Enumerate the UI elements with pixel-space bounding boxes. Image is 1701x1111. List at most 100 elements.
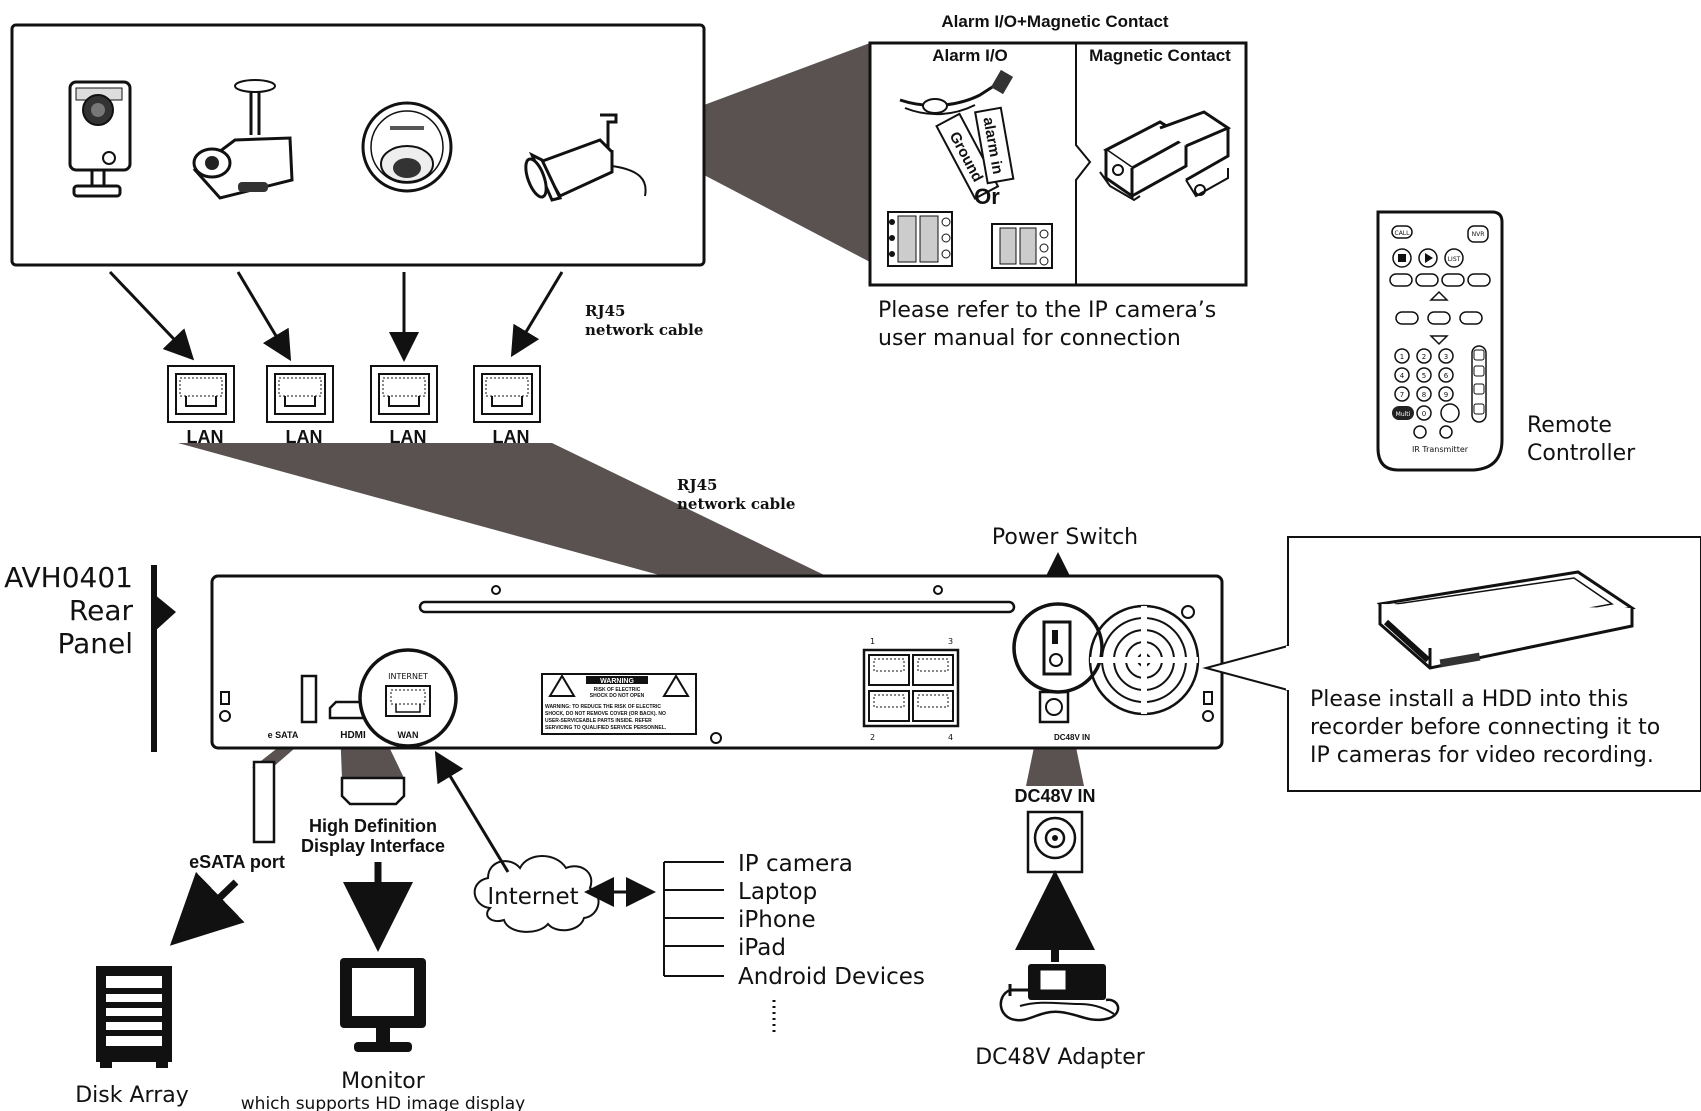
key-9: 9 bbox=[1444, 391, 1448, 399]
alarm-note-line1: Please refer to the IP camera’s bbox=[878, 298, 1216, 323]
device-iphone: iPhone bbox=[738, 907, 816, 933]
device-ipad: iPad bbox=[738, 935, 786, 961]
panel-title-line1: AVH0401 bbox=[4, 561, 133, 594]
dc-adapter-icon bbox=[999, 964, 1120, 1022]
power-switch-label: Power Switch bbox=[992, 525, 1138, 550]
dc-input-port bbox=[1038, 690, 1070, 724]
warning-body2: SHOCK, DO NOT REMOVE COVER (OR BACK). NO bbox=[545, 711, 666, 717]
port-num-2: 2 bbox=[870, 733, 875, 742]
key-1: 1 bbox=[1400, 353, 1404, 361]
hdmi-cable-plug bbox=[340, 776, 406, 806]
panel-lan-ports: 1 3 2 4 bbox=[862, 637, 960, 742]
key-0: 0 bbox=[1422, 410, 1426, 418]
key-7: 7 bbox=[1400, 391, 1404, 399]
lan-port-2: LAN bbox=[266, 365, 334, 447]
esata-port-label: eSATA port bbox=[189, 852, 285, 872]
device-ip-camera: IP camera bbox=[738, 851, 853, 877]
remote-ir-label: IR Transmitter bbox=[1412, 445, 1469, 454]
or-label: Or bbox=[974, 184, 1000, 209]
hdmi-label-line1: High Definition bbox=[309, 816, 437, 836]
dc-in-label: DC48V IN bbox=[1014, 786, 1095, 806]
hdd-icon bbox=[1376, 570, 1636, 670]
warning-body1: WARNING: TO REDUCE THE RISK OF ELECTRIC bbox=[545, 704, 661, 710]
internet-label: Internet bbox=[487, 884, 578, 910]
warning-sub1: RISK OF ELECTRIC bbox=[594, 687, 641, 693]
rj45-mid-line1: RJ45 bbox=[677, 476, 717, 494]
alarm-title: Alarm I/O+Magnetic Contact bbox=[941, 12, 1169, 31]
panel-title-line2: Rear bbox=[69, 594, 134, 627]
wan-label: WAN bbox=[398, 730, 419, 740]
key-6: 6 bbox=[1444, 372, 1449, 380]
port-num-3: 3 bbox=[948, 637, 953, 646]
lan-label: LAN bbox=[286, 427, 323, 447]
remote-label-line1: Remote bbox=[1527, 413, 1612, 438]
warning-body3: USER-SERVICEABLE PARTS INSIDE. REFER bbox=[545, 718, 652, 724]
monitor-sub-label: which supports HD image display bbox=[241, 1094, 525, 1111]
monitor-icon bbox=[340, 958, 426, 1052]
rj45-top-line2: network cable bbox=[585, 321, 703, 339]
hdd-callout-box bbox=[1287, 536, 1701, 792]
rj45-top-line1: RJ45 bbox=[585, 302, 625, 320]
warning-sub2: SHOCK DO NOT OPEN bbox=[590, 693, 645, 699]
hdd-note-line1: Please install a HDD into this bbox=[1310, 687, 1628, 712]
key-2: 2 bbox=[1422, 353, 1426, 361]
esata-small-label: e SATA bbox=[268, 730, 299, 740]
alarm-note-line2: user manual for connection bbox=[878, 326, 1181, 351]
dc-adapter-label: DC48V Adapter bbox=[975, 1045, 1146, 1070]
esata-port bbox=[300, 674, 318, 724]
hdd-note-line3: IP cameras for video recording. bbox=[1310, 743, 1654, 768]
key-5: 5 bbox=[1422, 372, 1426, 380]
device-android: Android Devices bbox=[738, 964, 925, 990]
ip-cameras-box bbox=[10, 23, 706, 267]
power-switch-highlight bbox=[1012, 602, 1104, 694]
lan-port-4: LAN bbox=[473, 365, 541, 447]
lan-label: LAN bbox=[390, 427, 427, 447]
terminal-block-icon bbox=[991, 223, 1053, 269]
panel-title-line3: Panel bbox=[57, 627, 133, 660]
disk-array-label: Disk Array bbox=[75, 1083, 189, 1108]
remote-controller-icon: CALL NVR LIST 1 2 3 4 5 6 bbox=[1376, 210, 1504, 472]
lan-label: LAN bbox=[493, 427, 530, 447]
hdd-callout-pointer bbox=[1202, 645, 1289, 691]
remote-multi-label: Multi bbox=[1396, 411, 1411, 418]
zoom-shade-alarm bbox=[704, 43, 870, 262]
rj45-mid-line2: network cable bbox=[677, 495, 795, 513]
rear-panel bbox=[210, 574, 1224, 750]
magnetic-contact-label: Magnetic Contact bbox=[1089, 46, 1231, 65]
port-num-1: 1 bbox=[870, 637, 875, 646]
key-3: 3 bbox=[1444, 353, 1448, 361]
hdd-note-line2: recorder before connecting it to bbox=[1310, 715, 1660, 740]
remote-nvr-label: NVR bbox=[1472, 231, 1485, 238]
remote-label-line2: Controller bbox=[1527, 441, 1636, 466]
dc-small-label: DC48V IN bbox=[1054, 733, 1090, 742]
alarm-cable-icon: Ground alarm in bbox=[899, 69, 1015, 200]
remote-keypad: 1 2 3 4 5 6 7 8 9 Multi 0 bbox=[1392, 348, 1460, 423]
power-switch-icon bbox=[1042, 620, 1072, 676]
bullet-camera-icon bbox=[524, 113, 647, 202]
dc-jack-icon bbox=[1026, 810, 1084, 874]
internet-to-port-arrow bbox=[434, 750, 510, 873]
alarm-io-label: Alarm I/O bbox=[932, 46, 1008, 65]
alarm-divider bbox=[1075, 43, 1092, 285]
lan-label: LAN bbox=[187, 427, 224, 447]
warning-body4: SERVICING TO QUALIFIED SERVICE PERSONNEL… bbox=[545, 725, 667, 731]
terminal-block-icon bbox=[887, 211, 953, 267]
internet-port-label: INTERNET bbox=[388, 672, 428, 681]
box-camera-icon bbox=[192, 79, 294, 200]
warning-label: WARNING RISK OF ELECTRIC SHOCK DO NOT OP… bbox=[541, 673, 697, 735]
remote-call-label: CALL bbox=[1395, 230, 1411, 237]
device-list: IP camera Laptop iPhone iPad Android Dev… bbox=[663, 851, 925, 1034]
lan-port-3: LAN bbox=[370, 365, 438, 447]
magnetic-contact-icon bbox=[1099, 110, 1232, 202]
port-num-4: 4 bbox=[948, 733, 953, 742]
remote-list-label: LIST bbox=[1448, 256, 1461, 263]
monitor-label: Monitor bbox=[341, 1069, 426, 1094]
cube-camera-icon bbox=[68, 80, 132, 198]
camera-lan-arrows bbox=[108, 270, 564, 362]
hdmi-label-line2: Display Interface bbox=[301, 836, 445, 856]
device-laptop: Laptop bbox=[738, 879, 817, 905]
esata-cable-plug bbox=[252, 760, 276, 844]
key-8: 8 bbox=[1422, 391, 1426, 399]
key-4: 4 bbox=[1400, 372, 1405, 380]
